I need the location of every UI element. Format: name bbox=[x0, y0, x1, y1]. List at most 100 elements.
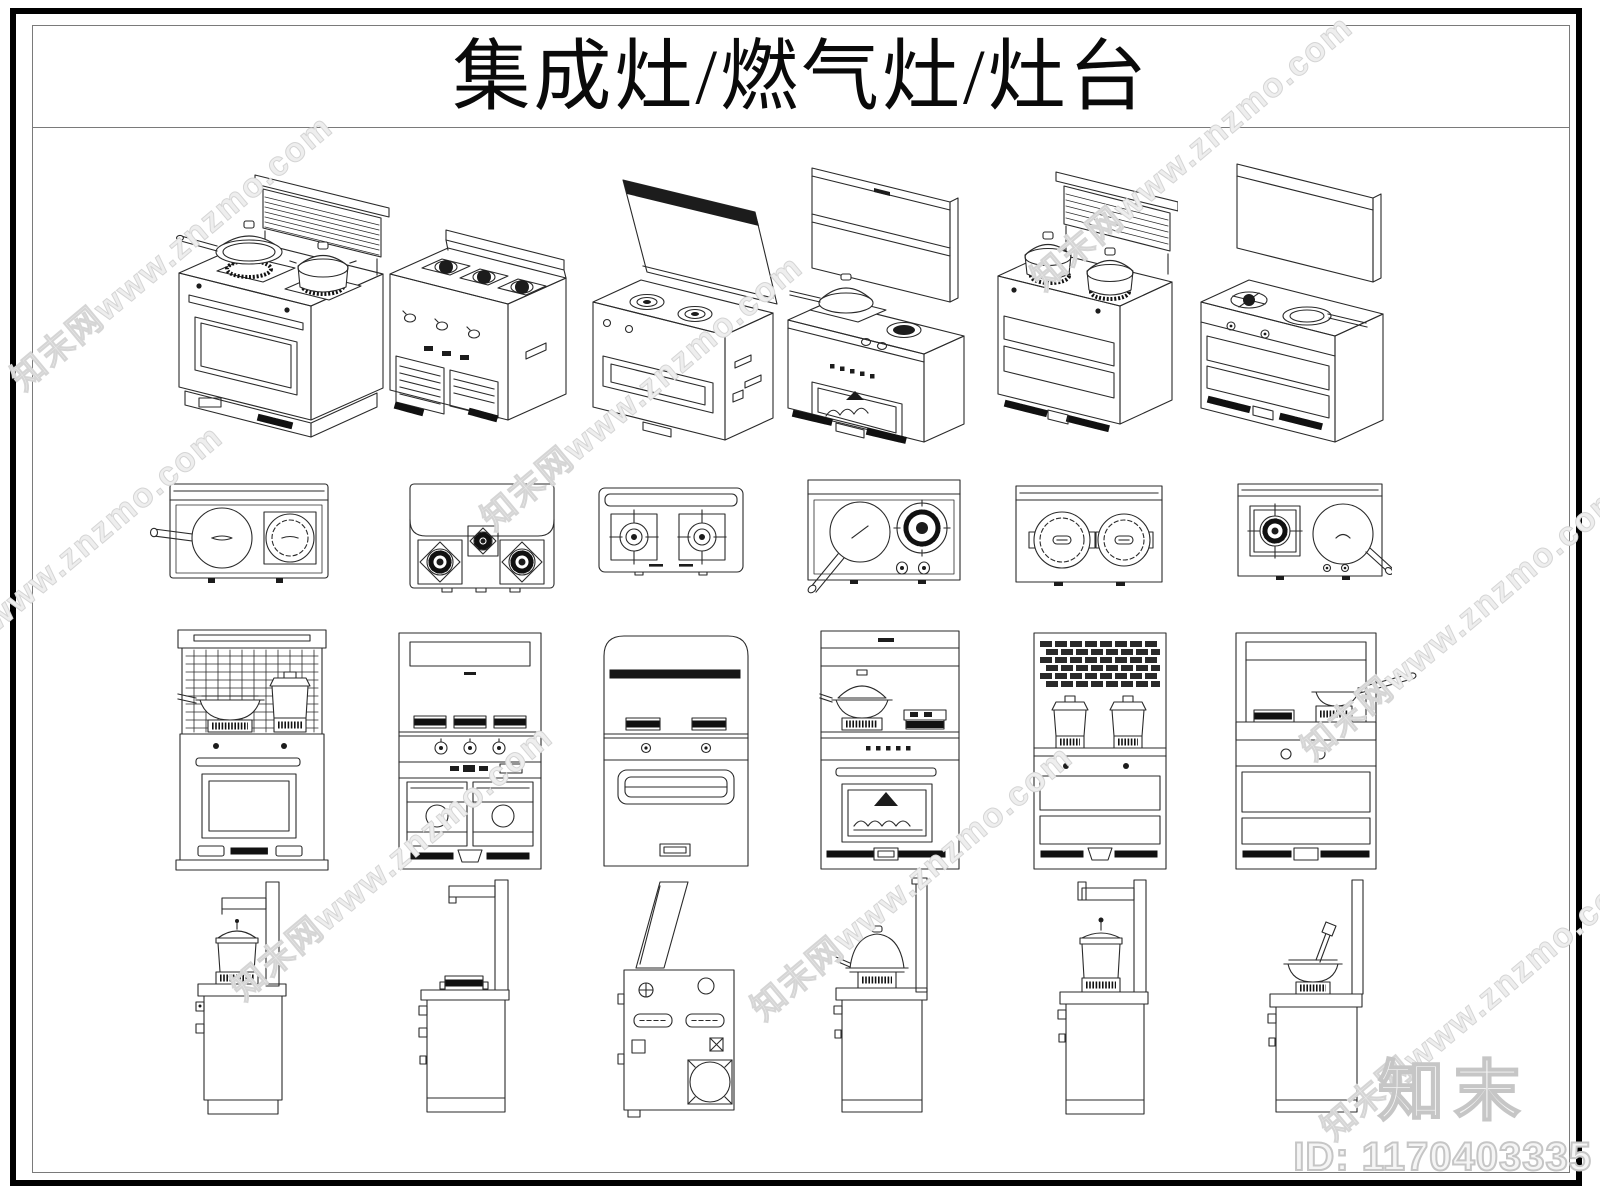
cooktop-top-two-stockpots bbox=[1010, 480, 1168, 590]
cooktop-panel bbox=[599, 488, 743, 572]
cabinet-back bbox=[624, 970, 734, 1110]
wok-spatula-icon bbox=[1284, 922, 1342, 994]
cooktop-top-two-burners-crosshair bbox=[595, 484, 747, 580]
burner-stand bbox=[440, 976, 488, 990]
pan-icon bbox=[1313, 504, 1392, 576]
foot bbox=[918, 580, 926, 584]
stove-body bbox=[593, 280, 773, 440]
stove-front-double-doors-three-knobs bbox=[394, 630, 546, 872]
cabinet bbox=[1268, 994, 1362, 1112]
side-panel-details bbox=[733, 355, 761, 402]
foot bbox=[1054, 582, 1063, 586]
foot bbox=[208, 578, 215, 583]
cabinet-frame bbox=[604, 636, 748, 866]
burner-stands bbox=[604, 718, 748, 738]
oven-doors bbox=[407, 782, 533, 846]
stove-side-pot-hood-arm bbox=[1052, 876, 1162, 1122]
pot-icon bbox=[270, 672, 310, 732]
tab bbox=[510, 588, 520, 592]
base-vents bbox=[414, 850, 526, 862]
drawer-fronts bbox=[1236, 722, 1376, 860]
burner-stand-left bbox=[1254, 710, 1294, 722]
integrated-stove-tall-backsplash-wok-steam-oven bbox=[782, 150, 967, 446]
cooktop-panel bbox=[808, 480, 960, 580]
bottom-handle bbox=[660, 844, 690, 856]
cabinet bbox=[1058, 992, 1148, 1114]
burner bbox=[894, 500, 950, 556]
stove-front-slat-hood-two-pots-drawers bbox=[1030, 630, 1170, 872]
stove-side-wok-panel bbox=[830, 876, 935, 1122]
control-knobs bbox=[1324, 565, 1349, 572]
pan-icon bbox=[1283, 307, 1367, 327]
wok-icon bbox=[790, 274, 886, 322]
cabinet bbox=[196, 984, 286, 1114]
burner-center bbox=[468, 526, 498, 556]
inner-border bbox=[32, 25, 1570, 1173]
control-knobs bbox=[399, 739, 541, 778]
tab bbox=[476, 588, 486, 592]
drawer-fronts bbox=[1207, 322, 1329, 426]
pan-icon bbox=[1312, 672, 1417, 722]
oven-door bbox=[189, 283, 303, 395]
stove-front-pan-right-handle-two-drawers bbox=[1228, 630, 1424, 872]
stove-front-mesh-backsplash-wok-pot-oven bbox=[172, 628, 332, 872]
cabinet bbox=[834, 988, 927, 1112]
integrated-stove-downdraft-hood-two-pots bbox=[165, 155, 395, 445]
hood-arm bbox=[449, 880, 508, 990]
control-knobs bbox=[897, 562, 930, 574]
pot-icons bbox=[1052, 696, 1146, 748]
burner bbox=[862, 323, 922, 350]
label-mark bbox=[649, 564, 663, 567]
cabinet-frame bbox=[1034, 633, 1166, 869]
hinge bbox=[618, 994, 624, 1004]
burners bbox=[604, 295, 713, 333]
back-panel bbox=[1352, 880, 1363, 994]
oven-front bbox=[176, 734, 328, 870]
stove-side-wok-spatula-panel bbox=[1264, 876, 1376, 1122]
lifted-hood-panel bbox=[623, 180, 777, 304]
integrated-stove-glass-screen-burner-and-pan bbox=[1195, 150, 1395, 446]
glass-screen bbox=[1237, 164, 1381, 282]
hood-bar bbox=[178, 630, 326, 648]
pot-icon bbox=[216, 919, 258, 984]
button-row bbox=[821, 746, 959, 760]
grill-doors bbox=[396, 343, 546, 418]
cooktop-top-two-pans bbox=[148, 478, 338, 590]
hinge bbox=[618, 1054, 624, 1064]
foot bbox=[276, 578, 283, 583]
pot-icon bbox=[290, 242, 356, 292]
burner-right bbox=[821, 710, 959, 738]
back-panel bbox=[912, 878, 927, 992]
cooktop-panel bbox=[1238, 484, 1382, 576]
exhaust-fan bbox=[688, 1060, 732, 1104]
burner-left bbox=[418, 540, 462, 584]
site-logo: 知末 bbox=[1377, 1053, 1530, 1129]
cabinet bbox=[419, 990, 509, 1112]
burners bbox=[422, 259, 546, 295]
slat-hood bbox=[1056, 172, 1178, 274]
pot-icon bbox=[264, 512, 316, 564]
pan-icon bbox=[151, 508, 253, 568]
burner-left bbox=[610, 510, 658, 564]
stockpot-icons bbox=[1025, 232, 1133, 299]
cooktop-top-burner-and-pan-right-handle bbox=[1230, 476, 1392, 594]
control-knobs bbox=[604, 744, 748, 761]
back-rim bbox=[446, 230, 566, 278]
wok-icon bbox=[820, 670, 892, 730]
page-title: 集成灶/燃气灶/灶台 bbox=[452, 32, 1150, 120]
stove-body bbox=[390, 248, 566, 420]
tilted-hood bbox=[636, 882, 688, 968]
foot bbox=[1276, 576, 1284, 580]
backsplash-frame bbox=[1236, 633, 1376, 869]
burner-right bbox=[500, 540, 544, 584]
foot bbox=[1342, 576, 1350, 580]
steam-oven-door bbox=[796, 364, 904, 440]
title-bar: 集成灶/燃气灶/灶台 bbox=[33, 26, 1569, 128]
foot bbox=[635, 572, 643, 575]
wok-icon bbox=[836, 926, 908, 988]
wok-icon bbox=[177, 221, 282, 264]
label-mark bbox=[679, 564, 693, 567]
stove-front-recessed-drawer-handle bbox=[596, 630, 756, 872]
stockpot-left bbox=[1029, 512, 1095, 568]
slat-hood bbox=[1040, 644, 1160, 684]
